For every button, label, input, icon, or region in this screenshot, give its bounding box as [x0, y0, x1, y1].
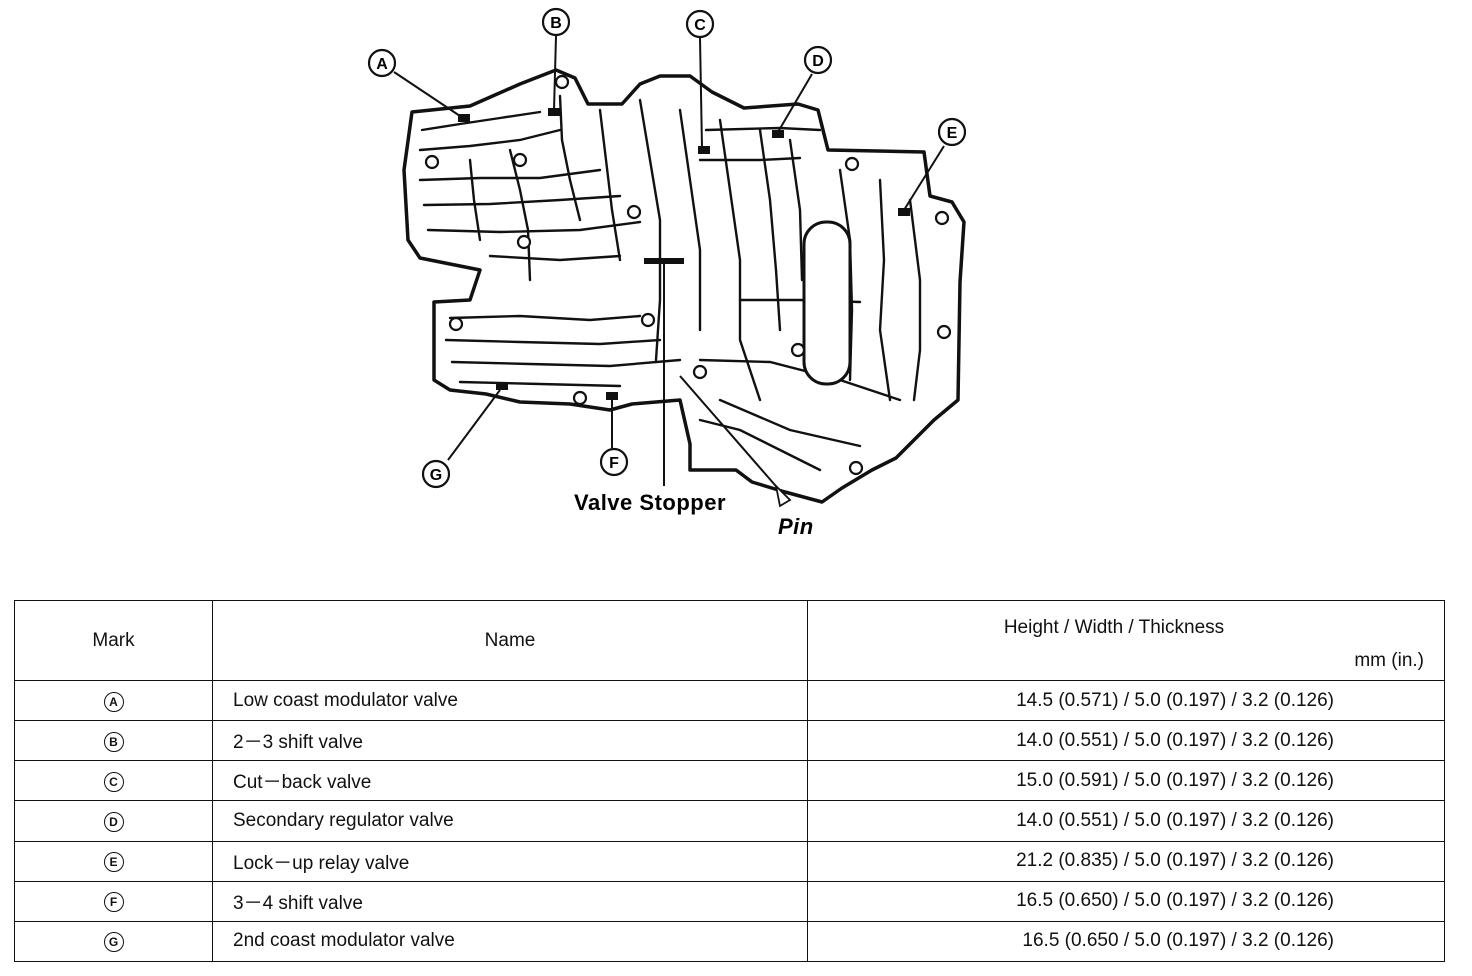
- callout-D: D: [803, 45, 833, 75]
- header-dimensions: Height / Width / Thickness: [1003, 617, 1225, 638]
- cell-valve-name: Cut－back valve: [212, 760, 808, 802]
- cell-dimensions: 16.5 (0.650 / 5.0 (0.197) / 3.2 (0.126): [807, 920, 1445, 963]
- cell-dimensions: 15.0 (0.591) / 5.0 (0.197) / 3.2 (0.126): [807, 760, 1445, 802]
- mark-circle: A: [103, 691, 124, 712]
- cell-mark: E: [14, 840, 213, 882]
- callout-E-label: E: [947, 125, 958, 142]
- mark-circle: D: [103, 811, 124, 832]
- callout-A: A: [367, 48, 397, 78]
- cell-mark: D: [14, 800, 213, 842]
- callout-C-label: C: [694, 17, 706, 34]
- cell-dimensions: 14.5 (0.571) / 5.0 (0.197) / 3.2 (0.126): [807, 679, 1445, 722]
- leader-lines: [393, 35, 945, 501]
- cell-valve-name: 3－4 shift valve: [212, 880, 808, 922]
- cell-dimensions: 21.2 (0.835) / 5.0 (0.197) / 3.2 (0.126): [807, 840, 1445, 882]
- cell-valve-name: 2－3 shift valve: [212, 720, 808, 762]
- valve-body-diagram: A B C D E F G Valve Stopper Pin: [367, 7, 967, 539]
- header-unit: mm (in.): [1354, 650, 1424, 671]
- cell-mark: A: [14, 679, 213, 722]
- callout-C: C: [685, 9, 715, 39]
- callout-G: G: [421, 459, 451, 489]
- cell-dimensions: 14.0 (0.551) / 5.0 (0.197) / 3.2 (0.126): [807, 800, 1445, 842]
- cell-dimensions: 14.0 (0.551) / 5.0 (0.197) / 3.2 (0.126): [807, 720, 1445, 762]
- mark-circle: B: [103, 731, 124, 752]
- callout-F-label: F: [609, 455, 619, 472]
- valve-markers: [458, 108, 910, 400]
- header-name: Name: [212, 600, 808, 681]
- cell-mark: B: [14, 720, 213, 762]
- oval-slot: [802, 220, 852, 386]
- valve-spec-table: Mark Name Height / Width / Thickness mm …: [14, 600, 1445, 963]
- header-dimensions-cell: Height / Width / Thickness mm (in.): [807, 600, 1445, 681]
- callout-G-label: G: [430, 467, 442, 484]
- cell-mark: C: [14, 760, 213, 802]
- mark-circle: C: [103, 771, 124, 792]
- callout-E: E: [937, 117, 967, 147]
- valve-stopper-label: Valve Stopper: [574, 490, 726, 515]
- pin-label: Pin: [778, 514, 814, 539]
- table-header-row: Mark Name Height / Width / Thickness mm …: [14, 600, 1445, 681]
- mark-circle: F: [103, 892, 124, 913]
- cell-valve-name: Secondary regulator valve: [212, 800, 808, 842]
- cell-valve-name: Lock－up relay valve: [212, 840, 808, 882]
- callout-F: F: [599, 447, 629, 477]
- callout-A-label: A: [376, 56, 388, 73]
- bolt-holes: [424, 74, 952, 476]
- header-mark: Mark: [14, 600, 213, 681]
- pin-arrow: [774, 483, 792, 508]
- callout-B-label: B: [550, 15, 562, 32]
- callout-D-label: D: [812, 53, 824, 70]
- cell-valve-name: Low coast modulator valve: [212, 679, 808, 722]
- fluid-passages: [418, 94, 922, 472]
- cell-dimensions: 16.5 (0.650) / 5.0 (0.197) / 3.2 (0.126): [807, 880, 1445, 922]
- callout-B: B: [541, 7, 571, 37]
- cell-mark: F: [14, 880, 213, 922]
- cell-valve-name: 2nd coast modulator valve: [212, 920, 808, 963]
- cell-mark: G: [14, 920, 213, 963]
- mark-circle: E: [103, 852, 124, 873]
- mark-circle: G: [103, 932, 124, 953]
